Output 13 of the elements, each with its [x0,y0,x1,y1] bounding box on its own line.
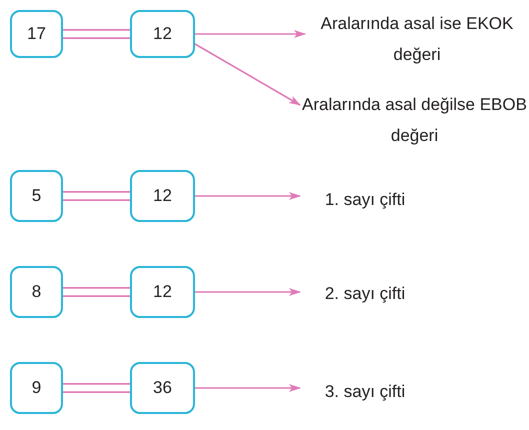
number-box: 17 [10,10,63,58]
number-box: 36 [130,362,195,414]
caption-text: 3. sayı çifti [300,376,430,407]
caption-text: 1. sayı çifti [300,184,430,215]
caption-text: Aralarında asal ise EKOK değeri [305,8,529,70]
number-box: 12 [130,170,195,222]
number-box: 12 [130,10,195,58]
caption-text: Aralarında asal değilse EBOB değeri [300,88,529,152]
number-box: 5 [10,170,63,222]
number-box: 9 [10,362,63,414]
caption-text: 2. sayı çifti [300,278,430,309]
number-box: 12 [130,266,195,318]
number-box: 8 [10,266,63,318]
